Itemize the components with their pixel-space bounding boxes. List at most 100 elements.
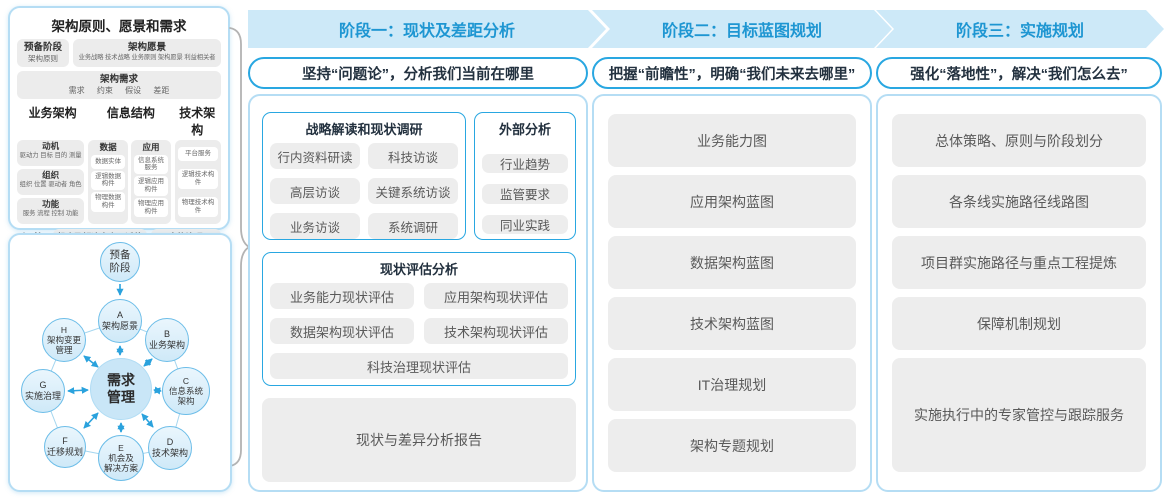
box-body: 组织 位置 驱动者 角色	[19, 180, 82, 188]
application-item: 信息系统服务	[134, 154, 168, 175]
gap-analysis-report-box: 现状与差异分析报告	[262, 398, 576, 482]
technology-item: 平台服务	[177, 147, 218, 162]
motivation-box: 动机 驱动力 目标 目的 测量	[17, 139, 85, 166]
phase-3-panel: 总体策略、原则与阶段划分 各条线实施路径线路图 项目群实施路径与重点工程提炼 保…	[876, 94, 1162, 492]
box-title: 应用	[142, 141, 160, 152]
phase-3-band: 阶段三：实施规划	[876, 10, 1164, 48]
method-chip: 行内资料研读	[270, 143, 360, 169]
assessment-chip: 科技治理现状评估	[270, 353, 568, 379]
phase-2-band: 阶段二：目标蓝图规划	[592, 10, 892, 48]
technology-box: 平台服务 逻辑技术构件 物理技术构件	[174, 139, 221, 224]
cycle-node-b-business: B 业务架构	[145, 318, 189, 362]
organization-box: 组织 组织 位置 驱动者 角色	[17, 168, 85, 195]
cycle-node-h-change: H 架构变更 管理	[42, 318, 86, 362]
box-title: 现状评估分析	[379, 262, 458, 277]
external-analysis-box: 外部分析 行业趋势 监管要求 同业实践	[474, 112, 576, 240]
prep-phase-box: 预备阶段 架构原则	[17, 39, 69, 67]
function-box: 功能 服务 流程 控制 功能	[17, 197, 85, 224]
technology-item: 物理技术构件	[177, 197, 218, 217]
adm-cycle-panel: 预备 阶段 A 架构愿景 B 业务架构 C 信息系统 架构 D 技术架构 E 机…	[8, 233, 232, 492]
application-item: 逻辑应用构件	[134, 176, 168, 196]
cycle-node-g-governance: G 实施治理	[21, 369, 65, 413]
framework-title: 架构原则、愿景和需求	[51, 19, 187, 34]
assessment-chip: 数据架构现状评估	[270, 318, 414, 344]
phase-2-panel: 业务能力图 应用架构蓝图 数据架构蓝图 技术架构蓝图 IT治理规划 架构专题规划	[592, 94, 872, 492]
assessment-chip: 应用架构现状评估	[424, 283, 568, 309]
deliverable-item: 各条线实施路径线路图	[892, 175, 1146, 228]
architecture-vision-box: 架构愿景 业务战略 技术战略 业务原则 架构愿景 利益相关者	[73, 39, 221, 67]
box-title: 架构需求	[99, 73, 138, 85]
business-architecture-column: 动机 驱动力 目标 目的 测量 组织 组织 位置 驱动者 角色 功能 服务 流程…	[17, 139, 85, 224]
technology-architecture-header: 技术架构	[179, 105, 216, 137]
application-box: 应用 信息系统服务 逻辑应用构件 物理应用构件	[131, 139, 171, 224]
current-state-assessment-box: 现状评估分析 业务能力现状评估 应用架构现状评估 数据架构现状评估 技术架构现状…	[262, 252, 576, 386]
assessment-chip: 技术架构现状评估	[424, 318, 568, 344]
double-arrow-icon	[143, 358, 153, 367]
phase-3-subtitle: 强化“落地性”，解决“我们怎么去”	[876, 57, 1162, 89]
deliverable-item: 数据架构蓝图	[608, 236, 856, 289]
external-chip: 同业实践	[482, 214, 568, 234]
double-arrow-icon	[67, 386, 89, 395]
phase-1-panel: 战略解读和现状调研 行内资料研读 科技访谈 高层访谈 关键系统访谈 业务访谈 系…	[248, 94, 588, 492]
double-arrow-icon	[153, 386, 162, 395]
phase-1-subtitle: 坚持“问题论”，分析我们当前在哪里	[248, 57, 588, 89]
information-structure-column: 数据 数据实体 逻辑数据构件 物理数据构件 应用 信息系统服务 逻辑应用构件 物…	[88, 139, 171, 224]
cycle-node-f-migration: F 迁移规划	[44, 426, 86, 468]
deliverable-item: 架构专题规划	[608, 419, 856, 472]
data-item: 物理数据构件	[91, 192, 126, 212]
deliverable-item: 技术架构蓝图	[608, 297, 856, 350]
double-arrow-icon	[83, 412, 99, 429]
double-arrow-icon	[141, 413, 154, 428]
method-chip: 高层访谈	[270, 178, 360, 204]
external-chip: 行业趋势	[482, 154, 568, 174]
data-item: 逻辑数据构件	[91, 170, 126, 191]
box-body: 驱动力 目标 目的 测量	[19, 151, 82, 159]
framework-columns: 动机 驱动力 目标 目的 测量 组织 组织 位置 驱动者 角色 功能 服务 流程…	[17, 139, 221, 224]
deliverable-item: 实施执行中的专家管控与跟踪服务	[892, 358, 1146, 472]
information-structure-header: 信息结构	[106, 105, 155, 120]
framework-row-1: 预备阶段 架构原则 架构愿景 业务战略 技术战略 业务原则 架构愿景 利益相关者	[17, 39, 221, 67]
deliverable-item: 保障机制规划	[892, 297, 1146, 350]
method-chip: 系统调研	[368, 213, 458, 239]
box-body: 需求 约束 假设 差距	[68, 85, 170, 95]
deliverable-item: 项目群实施路径与重点工程提炼	[892, 236, 1146, 289]
double-arrow-icon	[83, 355, 99, 368]
box-title: 架构愿景	[127, 42, 166, 53]
deliverable-item: IT治理规划	[608, 358, 856, 411]
box-body: 业务战略 技术战略 业务原则 架构愿景 利益相关者	[78, 53, 216, 61]
cycle-node-prep: 预备 阶段	[100, 242, 140, 282]
deliverable-item: 业务能力图	[608, 114, 856, 167]
data-item: 数据实体	[91, 154, 126, 169]
strategy-research-box: 战略解读和现状调研 行内资料研读 科技访谈 高层访谈 关键系统访谈 业务访谈 系…	[262, 112, 466, 240]
box-body: 架构原则	[28, 53, 58, 63]
cycle-node-a-vision: A 架构愿景	[98, 299, 142, 343]
deliverable-item: 总体策略、原则与阶段划分	[892, 114, 1146, 167]
cycle-node-e-opportunities: E 机会及 解决方案	[98, 435, 144, 481]
method-chip: 关键系统访谈	[368, 178, 458, 204]
assessment-chip: 业务能力现状评估	[270, 283, 414, 309]
business-architecture-header: 业务架构	[28, 105, 77, 120]
box-title: 动机	[42, 140, 60, 151]
data-box: 数据 数据实体 逻辑数据构件 物理数据构件	[88, 139, 129, 224]
cycle-node-d-technology: D 技术架构	[148, 426, 192, 470]
phase-2-subtitle: 把握“前瞻性”，明确“我们未来去哪里”	[592, 57, 872, 89]
box-body: 服务 流程 控制 功能	[22, 209, 79, 217]
technology-architecture-column: 平台服务 逻辑技术构件 物理技术构件	[174, 139, 221, 224]
framework-column-headers: 业务架构 信息结构 技术架构	[17, 104, 221, 138]
cycle-center-requirements: 需求 管理	[90, 358, 152, 420]
cycle-node-c-information: C 信息系统 架构	[162, 367, 210, 415]
technology-item: 逻辑技术构件	[177, 169, 218, 189]
deliverable-item: 应用架构蓝图	[608, 175, 856, 228]
box-title: 功能	[42, 198, 60, 209]
box-title: 预备阶段	[23, 42, 62, 53]
architecture-requirements-box: 架构需求 需求 约束 假设 差距	[17, 70, 221, 99]
method-chip: 科技访谈	[368, 143, 458, 169]
box-title: 数据	[99, 141, 117, 152]
phase-1-band: 阶段一：现状及差距分析	[248, 10, 606, 48]
box-title: 组织	[42, 169, 60, 180]
external-chip: 监管要求	[482, 184, 568, 204]
method-chip: 业务访谈	[270, 213, 360, 239]
architecture-framework-panel: 架构原则、愿景和需求 预备阶段 架构原则 架构愿景 业务战略 技术战略 业务原则…	[8, 6, 230, 265]
box-title: 战略解读和现状调研	[305, 122, 423, 137]
